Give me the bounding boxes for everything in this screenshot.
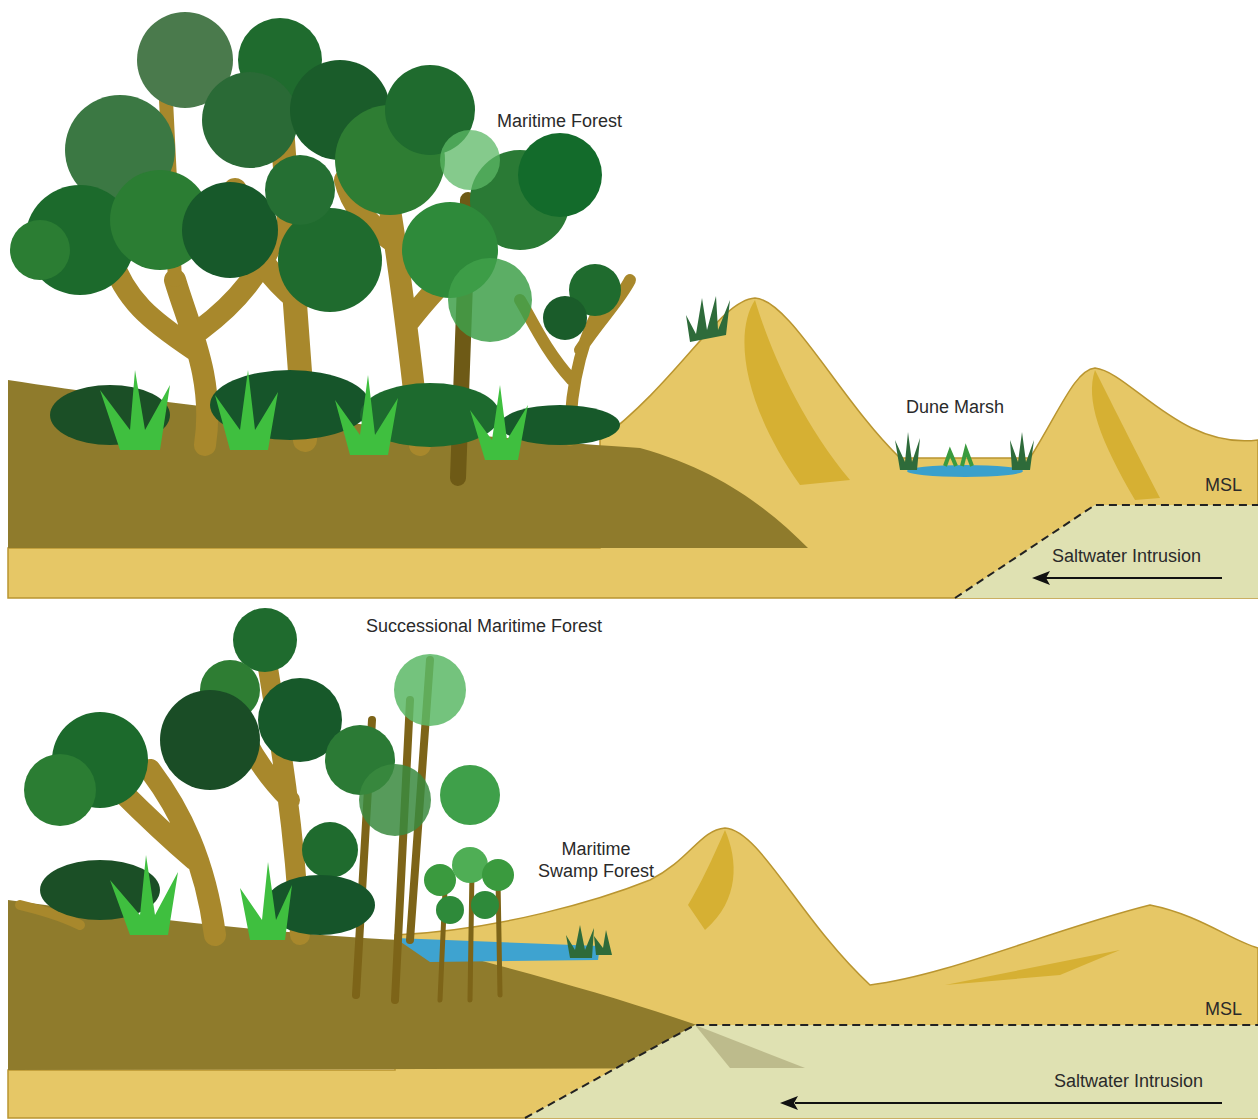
top-panel xyxy=(8,12,1258,598)
tree-trunks xyxy=(20,650,500,1000)
grass-tuft xyxy=(100,370,170,450)
canopy-blob xyxy=(359,764,431,836)
canopy-blob xyxy=(482,859,514,891)
tree-trunks xyxy=(110,60,630,478)
saltwater-wedge xyxy=(525,1025,1258,1118)
canopy-blob xyxy=(518,133,602,217)
process-label: Saltwater Intrusion xyxy=(1054,1070,1203,1092)
canopy-blob xyxy=(202,72,298,168)
msl-dashed-line xyxy=(525,1025,1258,1118)
grass-tuft xyxy=(215,370,278,450)
dune-grass xyxy=(686,296,730,342)
canopy-blob xyxy=(448,258,532,342)
marsh-grass xyxy=(945,450,972,466)
arrow-head xyxy=(1032,571,1050,585)
canopy-blob xyxy=(302,822,358,878)
canopy-blob xyxy=(182,182,278,278)
canopy-blob xyxy=(394,654,466,726)
grass-tuft xyxy=(110,855,178,935)
process-label: Saltwater Intrusion xyxy=(1052,545,1201,567)
canopy-blob xyxy=(471,891,499,919)
msl-dashed-line xyxy=(955,505,1258,598)
canopy-blob xyxy=(265,155,335,225)
saltwater-wedge xyxy=(955,505,1258,598)
intrusion-arrow xyxy=(1045,577,1222,579)
bottom-panel xyxy=(8,608,1258,1118)
grass-tuft xyxy=(470,385,528,460)
grass-tuft xyxy=(335,375,398,455)
canopy-blob xyxy=(424,864,456,896)
dune-shade xyxy=(1092,370,1160,500)
zone-label: Maritime Swamp Forest xyxy=(531,838,661,882)
swamp-grass xyxy=(594,930,612,955)
canopy-blob xyxy=(24,754,96,826)
canopy-blob xyxy=(543,296,587,340)
canopy-blob xyxy=(160,690,260,790)
mixing-zone xyxy=(695,1025,805,1068)
forest-soil xyxy=(8,380,808,548)
canopy xyxy=(10,12,621,342)
dune-shade xyxy=(744,300,850,485)
grass-tuft xyxy=(240,862,292,940)
canopy-blob xyxy=(440,130,500,190)
canopy-blob xyxy=(436,896,464,924)
marsh-grass xyxy=(1010,432,1034,470)
understory xyxy=(40,855,375,940)
msl-label: MSL xyxy=(1205,998,1242,1020)
zone-label: Maritime Forest xyxy=(497,110,622,132)
understory xyxy=(50,370,620,460)
canopy-blob xyxy=(10,220,70,280)
swamp-grass xyxy=(566,925,594,958)
marsh-water xyxy=(907,465,1023,477)
dune-shade xyxy=(945,950,1120,985)
canopy-blob xyxy=(233,608,297,672)
canopy-blob xyxy=(440,765,500,825)
zone-label: Successional Maritime Forest xyxy=(366,615,602,637)
intrusion-arrow xyxy=(795,1102,1222,1104)
marsh-grass xyxy=(895,432,920,470)
dune-shade xyxy=(688,830,734,930)
msl-label: MSL xyxy=(1205,474,1242,496)
arrow-head xyxy=(780,1096,798,1110)
zone-label: Dune Marsh xyxy=(906,396,1004,418)
